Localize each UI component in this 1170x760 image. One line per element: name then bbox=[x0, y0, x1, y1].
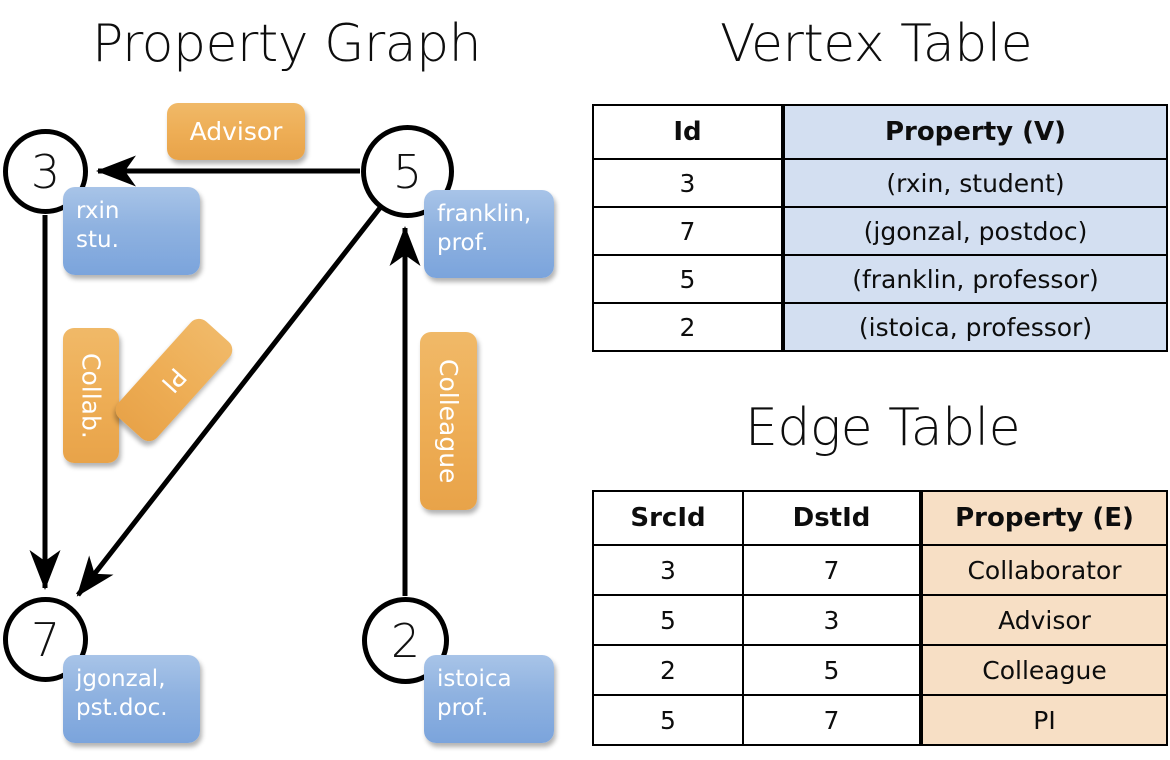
vertex-property-box-5-name: franklin, bbox=[437, 201, 532, 227]
table-row: 2 (istoica, professor) bbox=[592, 302, 1168, 352]
table-row: 2 5 Colleague bbox=[592, 644, 1168, 696]
edge-row-0-property: Collaborator bbox=[919, 544, 1168, 596]
vertex-row-3-id: 2 bbox=[592, 302, 784, 352]
table-row: 7 (jgonzal, postdoc) bbox=[592, 206, 1168, 256]
page-title-edge-table: Edge Table bbox=[745, 398, 1021, 458]
vertex-row-1-id: 7 bbox=[592, 206, 784, 256]
graph-node-2-label: 2 bbox=[390, 613, 421, 668]
vertex-property-box-7: jgonzal, pst.doc. bbox=[63, 655, 200, 743]
vertex-property-box-2-name: istoica bbox=[437, 666, 512, 692]
table-row: 3 (rxin, student) bbox=[592, 158, 1168, 208]
edge-label-colleague-text: Colleague bbox=[434, 358, 463, 484]
edge-row-0-dstid: 7 bbox=[742, 544, 922, 596]
table-row: 3 7 Collaborator bbox=[592, 544, 1168, 596]
edge-label-colleague: Colleague bbox=[420, 332, 477, 510]
edge-row-1-property: Advisor bbox=[919, 594, 1168, 646]
edge-table-header-property: Property (E) bbox=[919, 490, 1168, 546]
vertex-property-box-5: franklin, prof. bbox=[424, 190, 554, 278]
vertex-table: Id Property (V) 3 (rxin, student) 7 (jgo… bbox=[592, 104, 1168, 352]
edge-row-3-property: PI bbox=[919, 694, 1168, 746]
edge-label-advisor: Advisor bbox=[167, 103, 305, 160]
vertex-property-box-2: istoica prof. bbox=[424, 655, 554, 743]
edge-table: SrcId DstId Property (E) 3 7 Collaborato… bbox=[592, 490, 1168, 746]
edge-label-collab-text: Collab. bbox=[76, 352, 106, 439]
graph-node-7-label: 7 bbox=[30, 612, 61, 667]
table-header-row: SrcId DstId Property (E) bbox=[592, 490, 1168, 546]
edge-row-2-dstid: 5 bbox=[742, 644, 922, 696]
vertex-property-box-2-role: prof. bbox=[437, 695, 489, 722]
vertex-row-3-property: (istoica, professor) bbox=[781, 302, 1168, 352]
edge-label-advisor-text: Advisor bbox=[189, 117, 283, 146]
table-row: 5 7 PI bbox=[592, 694, 1168, 746]
graph-node-2[interactable]: 2 bbox=[362, 597, 449, 684]
edge-table-header-dstid: DstId bbox=[742, 490, 922, 546]
edge-table-header-srcid: SrcId bbox=[592, 490, 744, 546]
vertex-row-2-property: (franklin, professor) bbox=[781, 254, 1168, 304]
table-row: 5 3 Advisor bbox=[592, 594, 1168, 646]
edge-row-1-dstid: 3 bbox=[742, 594, 922, 646]
edge-row-2-property: Colleague bbox=[919, 644, 1168, 696]
graph-node-5-label: 5 bbox=[392, 144, 423, 199]
vertex-property-box-3: rxin stu. bbox=[63, 187, 200, 275]
graph-node-5[interactable]: 5 bbox=[361, 125, 454, 218]
edge-row-0-srcid: 3 bbox=[592, 544, 744, 596]
vertex-table-header-property: Property (V) bbox=[781, 104, 1168, 160]
table-header-row: Id Property (V) bbox=[592, 104, 1168, 160]
edge-label-collab: Collab. bbox=[63, 328, 119, 463]
vertex-table-header-id: Id bbox=[592, 104, 784, 160]
edge-row-3-srcid: 5 bbox=[592, 694, 744, 746]
vertex-row-0-id: 3 bbox=[592, 158, 784, 208]
page-title-property-graph: Property Graph bbox=[92, 14, 482, 74]
edge-row-3-dstid: 7 bbox=[742, 694, 922, 746]
vertex-property-box-3-role: stu. bbox=[76, 227, 119, 254]
graph-edges-layer bbox=[29, 155, 421, 597]
vertex-property-box-7-name: jgonzal, bbox=[76, 666, 166, 692]
vertex-property-box-3-name: rxin bbox=[76, 198, 120, 224]
vertex-property-box-5-role: prof. bbox=[437, 230, 489, 257]
graph-node-3-label: 3 bbox=[30, 144, 61, 199]
vertex-row-1-property: (jgonzal, postdoc) bbox=[781, 206, 1168, 256]
table-row: 5 (franklin, professor) bbox=[592, 254, 1168, 304]
property-graph-diagram: 3 5 7 2 rxin stu. franklin, prof. jgonza… bbox=[3, 103, 554, 743]
edge-row-1-srcid: 5 bbox=[592, 594, 744, 646]
edge-label-pi-text: PI bbox=[155, 361, 193, 399]
vertex-row-0-property: (rxin, student) bbox=[781, 158, 1168, 208]
edge-5-to-7-pi bbox=[76, 202, 385, 597]
page-title-vertex-table: Vertex Table bbox=[720, 14, 1033, 74]
vertex-row-2-id: 5 bbox=[592, 254, 784, 304]
vertex-property-box-7-role: pst.doc. bbox=[76, 695, 168, 722]
edge-row-2-srcid: 2 bbox=[592, 644, 744, 696]
